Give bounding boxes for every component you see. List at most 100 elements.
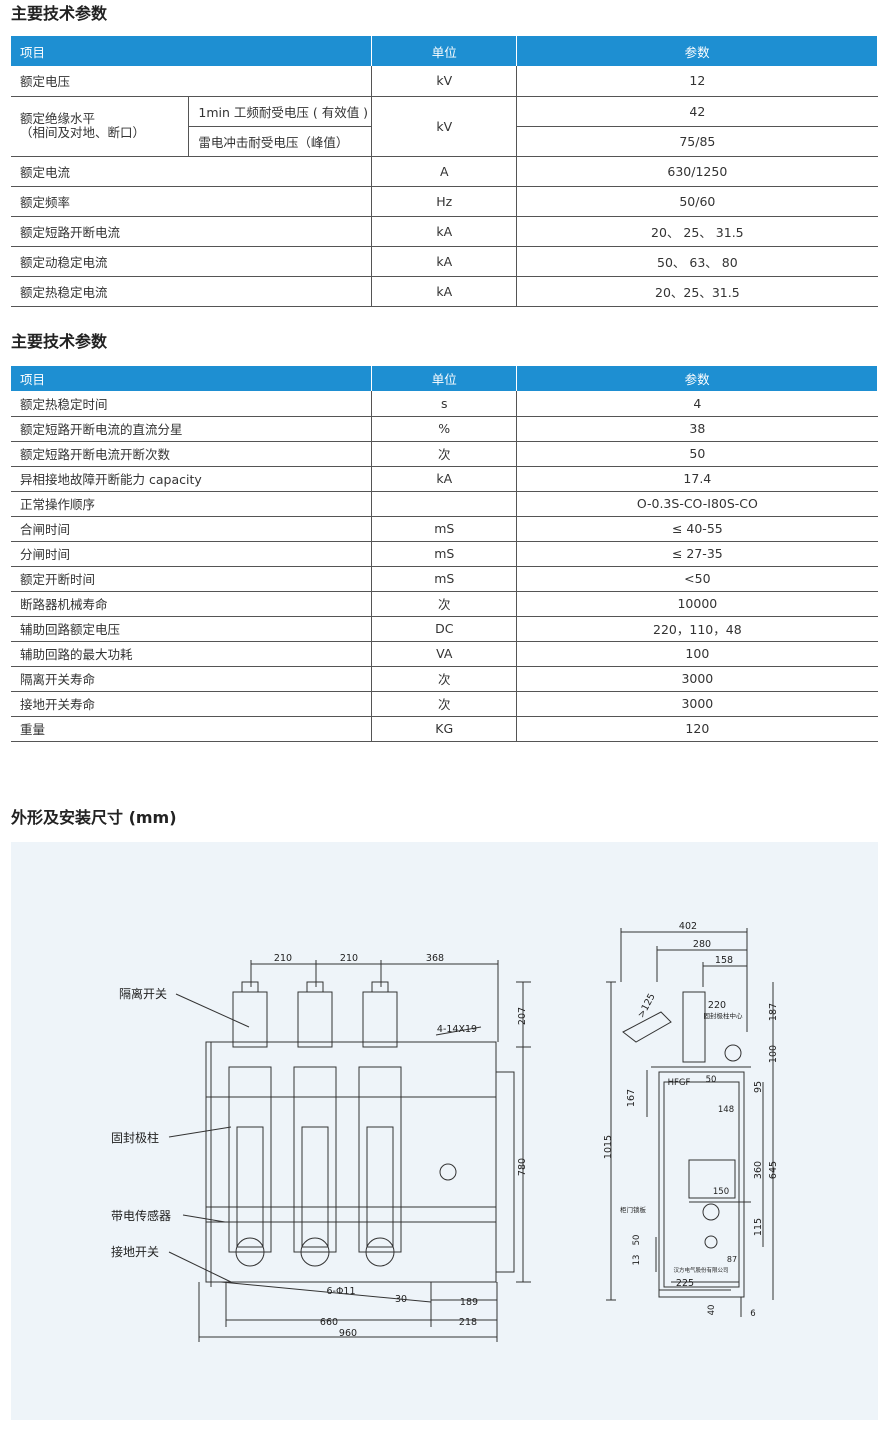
table-row: 额定短路开断电流的直流分星%38 xyxy=(11,416,878,442)
svg-text:50: 50 xyxy=(706,1075,717,1085)
cell-unit: kA xyxy=(371,466,518,492)
frame xyxy=(205,1041,497,1283)
svg-text:115: 115 xyxy=(753,1218,764,1236)
cell-unit: KG xyxy=(371,716,518,742)
svg-text:40: 40 xyxy=(707,1305,717,1316)
header-item: 项目 xyxy=(11,36,373,66)
cell-unit: DC xyxy=(371,616,518,642)
svg-text:柜门锁板: 柜门锁板 xyxy=(620,1205,647,1214)
table-row: 额定电压 kV 12 xyxy=(11,66,878,97)
cell-value: 38 xyxy=(516,416,878,442)
cell-value: ≤ 27-35 xyxy=(516,541,878,567)
cell-unit: 次 xyxy=(371,691,518,717)
cell-item: 辅助回路额定电压 xyxy=(11,616,373,642)
cell-item: 额定短路开断电流的直流分星 xyxy=(11,416,373,442)
cell-unit: mS xyxy=(371,566,518,592)
svg-text:780: 780 xyxy=(517,1158,528,1176)
cell-value: O-0.3S-CO-I80S-CO xyxy=(516,491,878,517)
svg-text:6: 6 xyxy=(750,1309,755,1319)
label-isolation-switch: 隔离开关 xyxy=(119,986,167,1001)
cell-item: 异相接地故障开断能力 capacity xyxy=(11,466,373,492)
svg-text:660: 660 xyxy=(320,1317,338,1328)
pole-3 xyxy=(358,981,402,1267)
cell-value: 10000 xyxy=(516,591,878,617)
cell-value: ≤ 40-55 xyxy=(516,516,878,542)
cell-unit: % xyxy=(371,416,518,442)
cell-unit: 次 xyxy=(371,441,518,467)
cell-item: 断路器机械寿命 xyxy=(11,591,373,617)
cell-unit: 次 xyxy=(371,591,518,617)
header-value: 参数 xyxy=(516,366,878,391)
cell-value: 17.4 xyxy=(516,466,878,492)
svg-text:225: 225 xyxy=(676,1278,694,1289)
svg-text:220: 220 xyxy=(708,1000,726,1011)
header-value: 参数 xyxy=(516,36,878,66)
cell-item: 隔离开关寿命 xyxy=(11,666,373,692)
cell-value: 220，110，48 xyxy=(516,616,878,642)
spec-table-1: 项目 单位 参数 额定电压 kV 12 额定绝缘水平 （相间及对地、断口） 1m… xyxy=(11,36,878,307)
cell-unit: mS xyxy=(371,541,518,567)
svg-text:50: 50 xyxy=(632,1235,642,1246)
svg-text:固封极柱中心: 固封极柱中心 xyxy=(704,1011,744,1020)
nameplate: 汉方电气股份有限公司 xyxy=(673,1266,728,1274)
svg-text:360: 360 xyxy=(753,1161,764,1179)
svg-text:645: 645 xyxy=(768,1161,779,1179)
table-row: 额定绝缘水平 （相间及对地、断口） 1min 工频耐受电压 ( 有效值 ) kV… xyxy=(11,96,878,157)
svg-text:6-Φ11: 6-Φ11 xyxy=(326,1286,355,1297)
cell-value: 3000 xyxy=(516,691,878,717)
cell-value: 3000 xyxy=(516,666,878,692)
cell-value: 100 xyxy=(516,641,878,667)
cell-item: 额定开断时间 xyxy=(11,566,373,592)
svg-text:167: 167 xyxy=(626,1089,637,1107)
cell-unit: VA xyxy=(371,641,518,667)
section2-title: 主要技术参数 xyxy=(11,332,108,351)
table-row: 额定动稳定电流 kA 50、 63、 80 xyxy=(11,246,878,277)
cell-unit: 次 xyxy=(371,666,518,692)
svg-text:100: 100 xyxy=(768,1045,779,1063)
dimension-drawing: 隔离开关 固封极柱 带电传感器 接地开关 210 210 368 207 4-1… xyxy=(11,842,878,1420)
cell-value: 4 xyxy=(516,391,878,417)
cell-unit xyxy=(371,491,518,517)
section1-title: 主要技术参数 xyxy=(11,4,108,23)
svg-text:960: 960 xyxy=(339,1328,357,1339)
header-unit: 单位 xyxy=(371,366,518,391)
cell-unit: s xyxy=(371,391,518,417)
svg-text:207: 207 xyxy=(517,1007,528,1025)
table-row: 雷电冲击耐受电压（峰值） 75/85 xyxy=(11,126,878,157)
header-unit: 单位 xyxy=(371,36,518,66)
insulation-item: 额定绝缘水平 （相间及对地、断口） xyxy=(11,96,190,157)
drawing-svg: 隔离开关 固封极柱 带电传感器 接地开关 210 210 368 207 4-1… xyxy=(111,921,779,1342)
svg-text:1015: 1015 xyxy=(603,1135,614,1159)
svg-text:210: 210 xyxy=(274,953,292,964)
cell-item: 接地开关寿命 xyxy=(11,691,373,717)
svg-text:148: 148 xyxy=(718,1105,734,1115)
svg-text:189: 189 xyxy=(460,1297,478,1308)
svg-text:402: 402 xyxy=(679,921,697,932)
label-pole: 固封极柱 xyxy=(111,1130,159,1145)
cell-item: 重量 xyxy=(11,716,373,742)
table-row: 额定热稳定电流 kA 20、25、31.5 xyxy=(11,276,878,307)
cell-item: 分闸时间 xyxy=(11,541,373,567)
svg-text:13: 13 xyxy=(632,1255,642,1266)
svg-text:158: 158 xyxy=(715,955,733,966)
cell-value: <50 xyxy=(516,566,878,592)
table-row: 额定短路开断电流 kA 20、 25、 31.5 xyxy=(11,216,878,247)
svg-text:280: 280 xyxy=(693,939,711,950)
pole-2 xyxy=(293,981,337,1267)
label-sensor: 带电传感器 xyxy=(111,1208,171,1223)
svg-text:150: 150 xyxy=(713,1187,729,1197)
cell-value: 50 xyxy=(516,441,878,467)
table-row: 额定电流 A 630/1250 xyxy=(11,156,878,187)
svg-text:87: 87 xyxy=(727,1255,737,1264)
side-body xyxy=(658,1071,745,1298)
